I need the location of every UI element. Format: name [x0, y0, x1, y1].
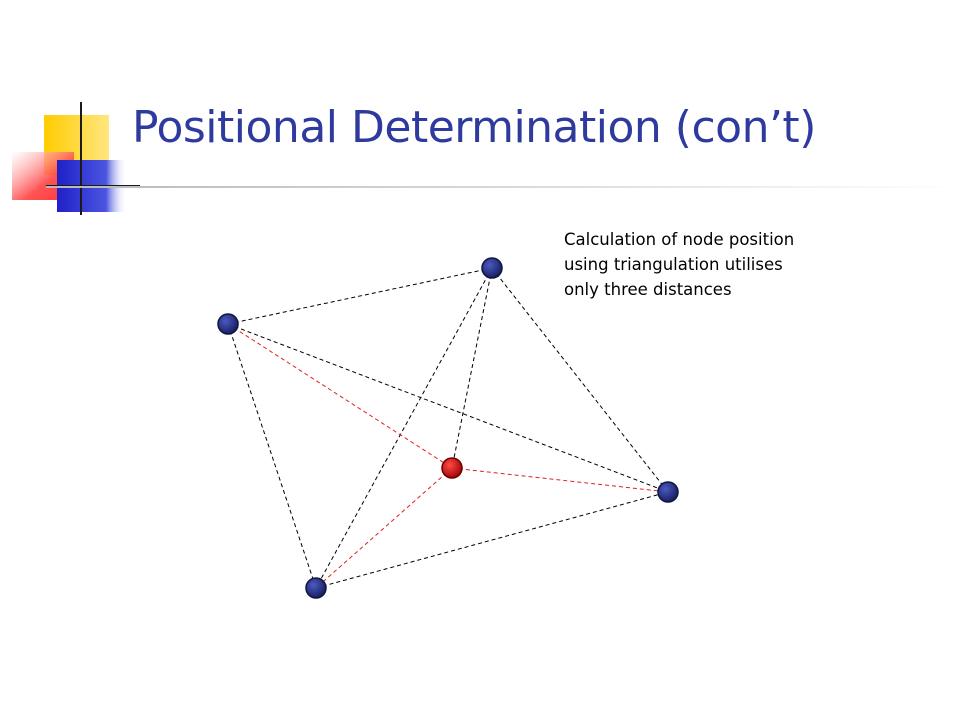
- anchor-link: [227, 323, 317, 589]
- diagram-caption: Calculation of node position using trian…: [564, 227, 864, 302]
- node-right: [657, 481, 679, 503]
- node-unknown: [441, 457, 463, 479]
- distance-link: [227, 323, 453, 469]
- title-divider: [46, 186, 960, 188]
- distance-link: [451, 467, 669, 493]
- node-top: [481, 257, 503, 279]
- node-left: [217, 313, 239, 335]
- anchor-link: [315, 267, 493, 589]
- anchor-link: [451, 267, 493, 469]
- anchor-link: [227, 267, 493, 325]
- caption-line: using triangulation utilises: [564, 255, 783, 274]
- caption-line: Calculation of node position: [564, 230, 795, 249]
- distance-link: [315, 467, 453, 589]
- anchor-link: [227, 323, 669, 493]
- caption-line: only three distances: [564, 280, 732, 299]
- anchor-link: [491, 267, 669, 493]
- anchor-link: [315, 491, 669, 589]
- node-bottom: [305, 577, 327, 599]
- page-title: Positional Determination (con’t): [132, 102, 816, 153]
